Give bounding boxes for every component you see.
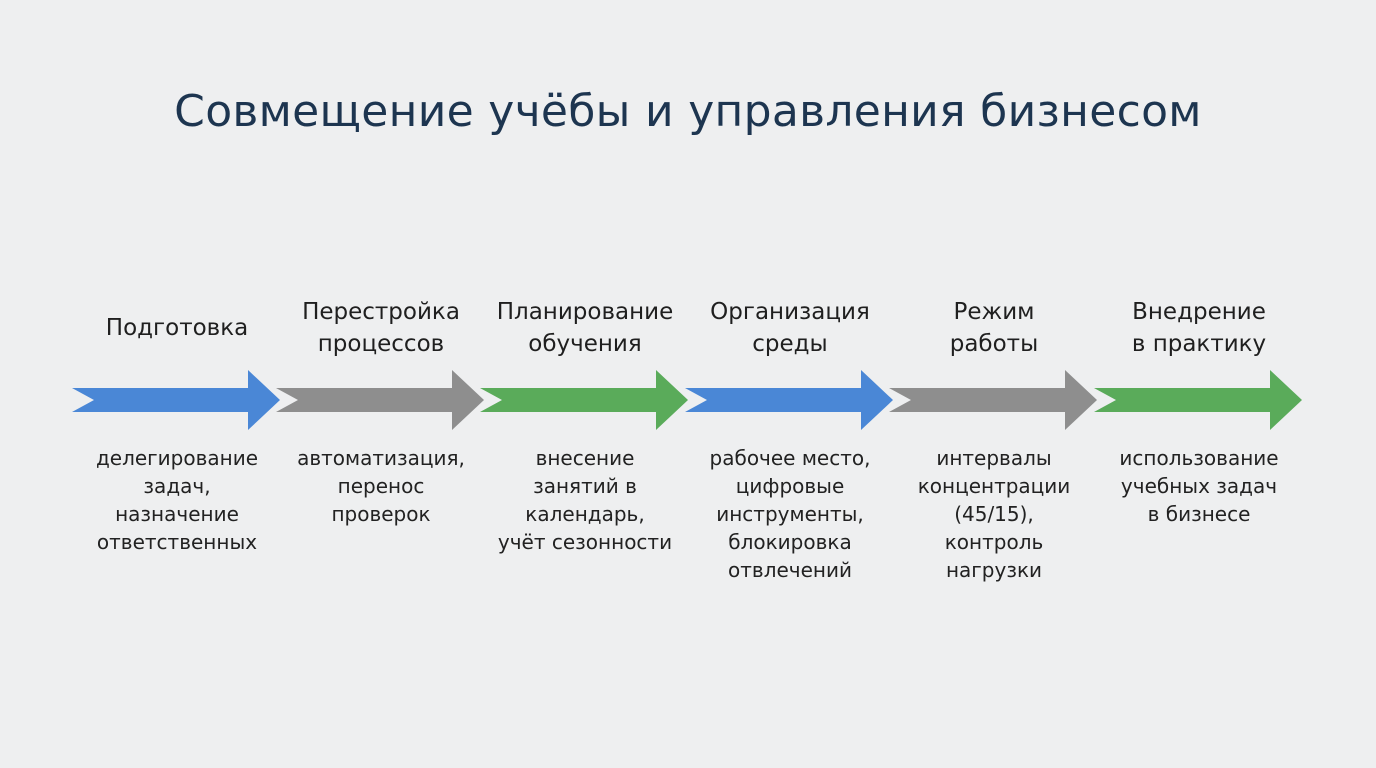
step-practice-implementation: Внедрение в практику использование учебн… — [1094, 286, 1304, 606]
step-work-mode: Режим работы интервалы концентрации (45/… — [889, 286, 1099, 606]
arrow-shape — [1094, 370, 1302, 430]
step-study-planning: Планирование обучения внесение занятий в… — [480, 286, 690, 606]
step-description: автоматизация, перенос проверок — [297, 446, 465, 526]
step-process-restructuring: Перестройка процессов автоматизация, пер… — [276, 286, 486, 606]
step-preparation: Подготовка делегирование задач, назначен… — [72, 286, 282, 606]
step-title: Режим работы — [949, 299, 1039, 357]
step-environment-setup: Организация среды рабочее место, цифровы… — [685, 286, 895, 606]
step-description: использование учебных задач в бизнесе — [1119, 446, 1279, 526]
arrow-shape — [889, 370, 1097, 430]
step-title: Планирование обучения — [496, 299, 674, 357]
step-description: интервалы концентрации (45/15), контроль… — [917, 446, 1071, 582]
step-title: Подготовка — [105, 315, 249, 341]
arrow-icon — [889, 370, 1097, 430]
arrow-shape — [276, 370, 484, 430]
arrow-icon — [276, 370, 484, 430]
step-description: делегирование задач, назначение ответств… — [95, 446, 259, 554]
arrow-icon — [480, 370, 688, 430]
page-title: Совмещение учёбы и управления бизнесом — [174, 86, 1202, 137]
step-title: Организация среды — [710, 299, 870, 357]
arrow-icon — [685, 370, 893, 430]
arrow-icon — [1094, 370, 1302, 430]
arrow-shape — [72, 370, 280, 430]
step-title: Внедрение в практику — [1131, 299, 1267, 357]
arrow-shape — [685, 370, 893, 430]
arrow-icon — [72, 370, 280, 430]
arrow-shape — [480, 370, 688, 430]
step-title: Перестройка процессов — [302, 299, 460, 357]
step-description: рабочее место, цифровые инструменты, бло… — [709, 446, 871, 582]
step-description: внесение занятий в календарь, учёт сезон… — [497, 446, 673, 554]
process-timeline: Подготовка делегирование задач, назначен… — [72, 286, 1304, 606]
